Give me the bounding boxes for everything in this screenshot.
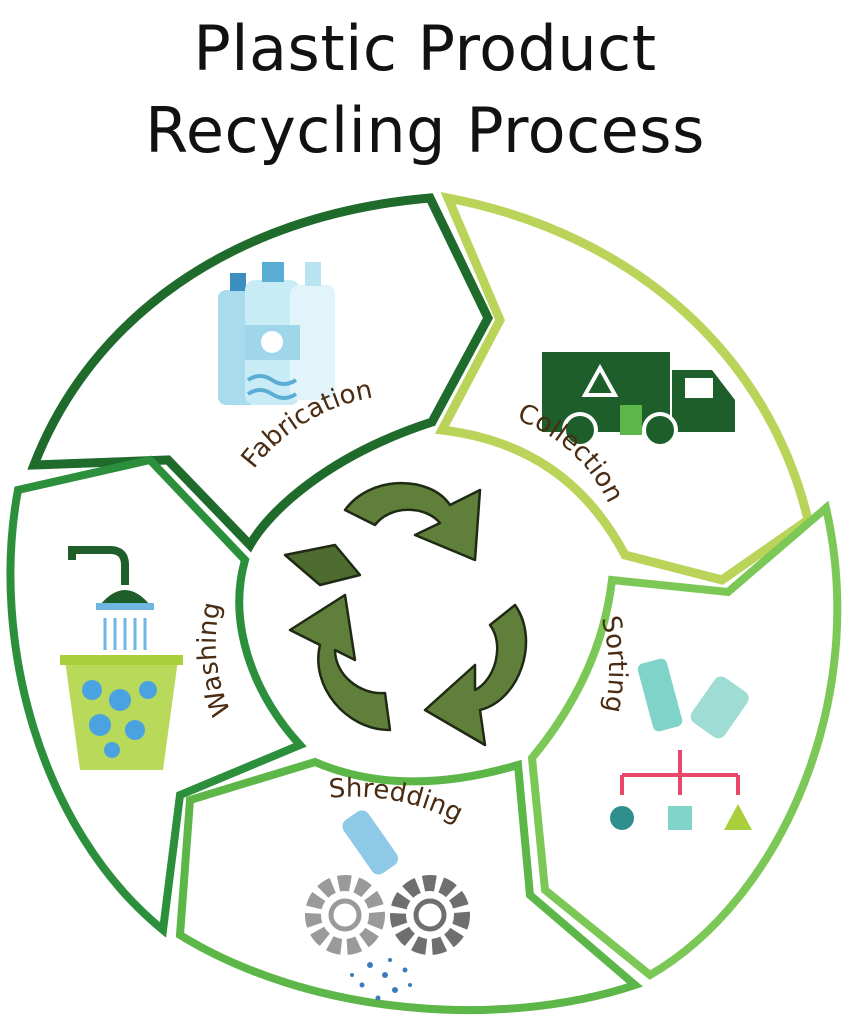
sorting-bottles-icon [610,658,752,830]
plastic-bottles-icon [218,262,335,405]
title-line-2: Recycling Process [145,94,705,167]
title-line-1: Plastic Product [193,12,657,85]
shredder-gears-icon [305,810,470,1001]
recycling-truck-icon [542,352,735,448]
recycle-arrows-icon [283,481,528,747]
shower-bucket-icon [60,546,183,770]
segment-sorting [527,500,842,980]
